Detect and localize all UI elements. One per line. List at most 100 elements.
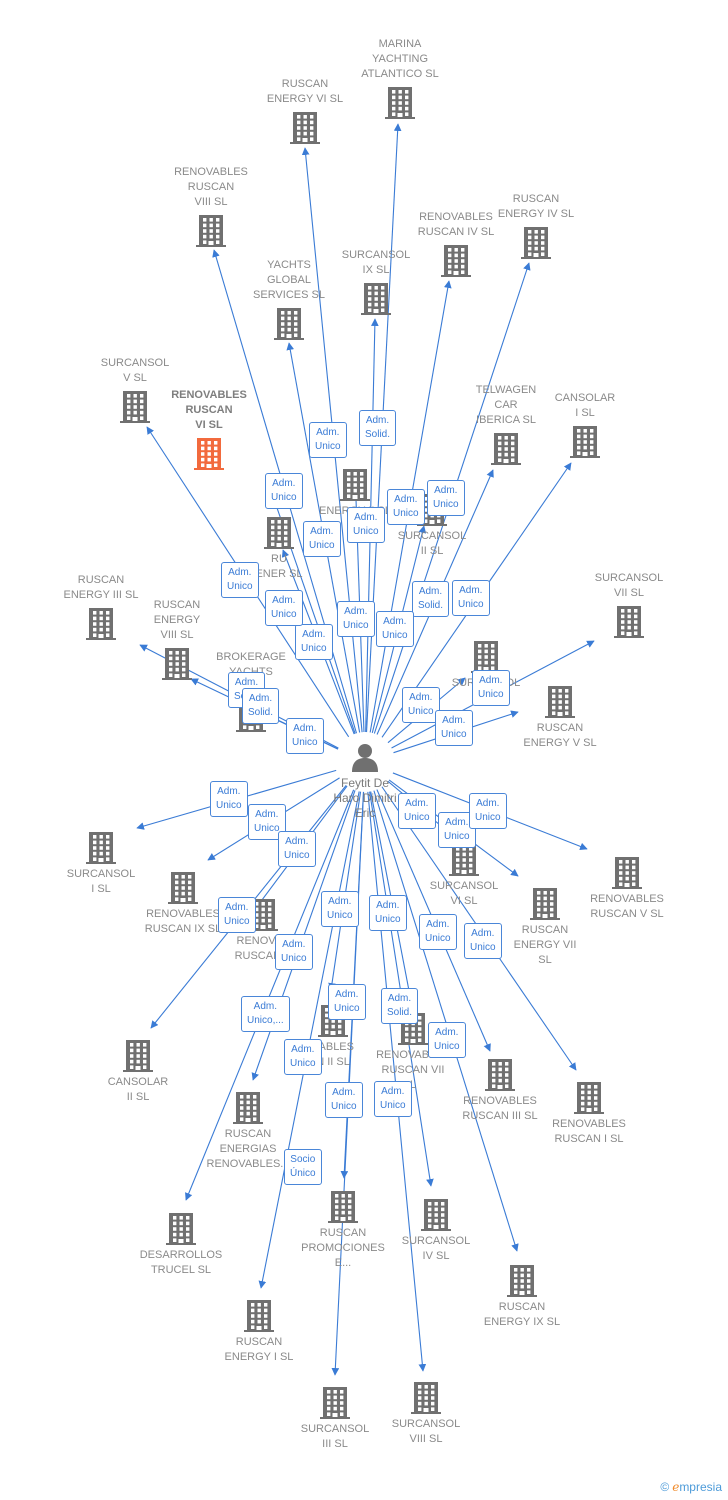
- company-node-re6[interactable]: RUSCAN ENERGY VI SL: [245, 77, 365, 144]
- company-node-rr3[interactable]: RENOVABLES RUSCAN III SL: [440, 1057, 560, 1124]
- company-label: RUSCAN ENERGY III SL: [63, 574, 139, 601]
- company-node-can2[interactable]: CANSOLAR II SL: [78, 1038, 198, 1105]
- company-node-re3[interactable]: RUSCAN ENERGY III SL: [41, 573, 161, 640]
- role-badge[interactable]: Adm. Unico: [303, 521, 341, 557]
- role-badge[interactable]: Adm. Unico: [472, 670, 510, 706]
- role-badge[interactable]: Adm. Unico: [398, 793, 436, 829]
- role-badge[interactable]: Adm. Unico,...: [241, 996, 290, 1032]
- company-node-ruen[interactable]: RU ENER SL: [219, 515, 339, 582]
- company-node-ygs[interactable]: YACHTS GLOBAL SERVICES SL: [229, 258, 349, 340]
- company-node-sur7[interactable]: SURCANSOL VII SL: [569, 571, 689, 638]
- company-node-rr1[interactable]: RENOVABLES RUSCAN I SL: [529, 1080, 649, 1147]
- role-badge[interactable]: Adm. Unico: [210, 781, 248, 817]
- company-node-sur1[interactable]: SURCANSOL I SL: [41, 830, 161, 897]
- building-icon: [521, 227, 551, 259]
- company-node-telw[interactable]: TELWAGEN CAR IBERICA SL: [446, 383, 566, 465]
- brand-initial: e: [672, 1480, 680, 1494]
- building-icon: [530, 888, 560, 920]
- role-badge[interactable]: Adm. Unico: [347, 507, 385, 543]
- company-node-rr6[interactable]: RENOVABLES RUSCAN VI SL: [149, 388, 269, 470]
- role-badge[interactable]: Adm. Unico: [248, 804, 286, 840]
- copyright-icon: ©: [660, 1480, 670, 1494]
- center-person[interactable]: Feytit De Haro Dimitri Eric: [305, 742, 425, 821]
- role-badge[interactable]: Adm. Unico: [452, 580, 490, 616]
- company-label: RENOVABLES RUSCAN VI SL: [171, 389, 247, 431]
- role-badge[interactable]: Adm. Unico: [328, 984, 366, 1020]
- building-icon: [421, 1199, 451, 1231]
- company-node-rr4[interactable]: RENOVABLES RUSCAN IV SL: [396, 210, 516, 277]
- building-icon: [166, 1213, 196, 1245]
- company-node-rr9[interactable]: RENOVABLES RUSCAN IX SL: [123, 870, 243, 937]
- company-node-re8[interactable]: RUSCAN ENERGY VIII SL: [117, 598, 237, 680]
- role-badge[interactable]: Adm. Solid.: [242, 688, 280, 724]
- role-badge[interactable]: Socio Único: [284, 1149, 322, 1185]
- company-node-sur4[interactable]: SURCANSOL IV SL: [376, 1197, 496, 1264]
- company-label: RUSCAN ENERGY IV SL: [497, 193, 575, 220]
- role-badge[interactable]: Adm. Unico: [376, 611, 414, 647]
- company-node-sur8[interactable]: SURCANSOL VIII SL: [366, 1380, 486, 1447]
- company-label: RU ENER SL: [255, 553, 303, 580]
- role-badge[interactable]: Adm. Unico: [435, 710, 473, 746]
- company-label: RENOVABLES RUSCAN I SL: [552, 1118, 626, 1145]
- company-label: RENOVABLES RUSCAN IX SL: [144, 908, 222, 935]
- company-node-marina[interactable]: MARINA YACHTING ATLANTICO SL: [340, 37, 460, 119]
- company-node-rprom[interactable]: RUSCAN PROMOCIONES E...: [283, 1189, 403, 1271]
- role-badge[interactable]: Adm. Unico: [369, 895, 407, 931]
- company-node-sur9[interactable]: SURCANSOL IX SL: [316, 248, 436, 315]
- building-icon: [574, 1082, 604, 1114]
- role-badge[interactable]: Adm. Unico: [278, 831, 316, 867]
- role-badge[interactable]: Adm. Unico: [419, 914, 457, 950]
- role-badge[interactable]: Adm. Unico: [464, 923, 502, 959]
- company-node-sur3[interactable]: SURCANSOL III SL: [275, 1385, 395, 1452]
- company-node-re9[interactable]: RUSCAN ENERGY IX SL: [462, 1263, 582, 1330]
- company-node-dtru[interactable]: DESARROLLOS TRUCEL SL: [121, 1211, 241, 1278]
- role-badge[interactable]: Adm. Solid.: [412, 581, 450, 617]
- company-label: RUSCAN PROMOCIONES E...: [301, 1227, 385, 1269]
- company-label: SURCANSOL IV SL: [401, 1235, 471, 1262]
- company-label: RENOVABLES RUSCAN VIII SL: [174, 166, 248, 208]
- role-badge[interactable]: Adm. Unico: [284, 1039, 322, 1075]
- role-badge[interactable]: Adm. Unico: [218, 897, 256, 933]
- company-node-re7[interactable]: RUSCAN ENERGY VII SL: [485, 886, 605, 968]
- role-badge[interactable]: Adm. Solid.: [381, 988, 419, 1024]
- role-badge[interactable]: Adm. Unico: [295, 624, 333, 660]
- company-node-re4[interactable]: RUSCAN ENERGY IV SL: [476, 192, 596, 259]
- role-badge[interactable]: Adm. Unico: [321, 891, 359, 927]
- role-badge[interactable]: Adm. Unico: [265, 590, 303, 626]
- role-badge[interactable]: Adm. Unico: [221, 562, 259, 598]
- company-node-can1[interactable]: CANSOLAR I SL: [525, 391, 645, 458]
- company-node-rr8[interactable]: RENOVABLES RUSCAN VIII SL: [151, 165, 271, 247]
- role-badge[interactable]: Adm. Unico: [387, 489, 425, 525]
- role-badge[interactable]: Adm. Unico: [402, 687, 440, 723]
- company-node-rer[interactable]: RUSCAN ENERGIAS RENOVABLES...: [188, 1090, 308, 1172]
- role-badge[interactable]: Adm. Unico: [427, 480, 465, 516]
- role-badge[interactable]: Adm. Unico: [374, 1081, 412, 1117]
- company-label: RENOVABLES RUSCAN III SL: [462, 1095, 538, 1122]
- company-node-rr5[interactable]: RENOVABLES RUSCAN V SL: [567, 855, 687, 922]
- role-badge[interactable]: Adm. Unico: [309, 422, 347, 458]
- company-node-re1[interactable]: RUSCAN ENERGY I SL: [199, 1298, 319, 1365]
- building-icon: [86, 832, 116, 864]
- role-badge[interactable]: Adm. Unico: [275, 934, 313, 970]
- building-icon: [614, 606, 644, 638]
- company-label: SURCANSOL II SL: [397, 530, 467, 557]
- company-label: CANSOLAR II SL: [107, 1076, 169, 1103]
- edge-dtru: [185, 789, 355, 1201]
- edge-rr2: [328, 791, 362, 991]
- role-badge[interactable]: Adm. Unico: [265, 473, 303, 509]
- building-icon: [120, 391, 150, 423]
- company-label: RUSCAN ENERGY VI SL: [266, 78, 344, 105]
- role-badge[interactable]: Adm. Unico: [337, 601, 375, 637]
- person-icon: [352, 744, 378, 772]
- company-node-sur6[interactable]: SURCANSOL VI SL: [404, 842, 524, 909]
- role-badge[interactable]: Adm. Unico: [325, 1082, 363, 1118]
- building-icon: [264, 517, 294, 549]
- role-badge[interactable]: Adm. Unico: [469, 793, 507, 829]
- company-label: RUSCAN ENERGY VIII SL: [153, 599, 201, 641]
- company-node-re5[interactable]: RUSCAN ENERGY V SL: [500, 684, 620, 751]
- role-badge[interactable]: Adm. Unico: [286, 718, 324, 754]
- company-label: DESARROLLOS TRUCEL SL: [139, 1249, 223, 1276]
- company-node-sur5[interactable]: SURCANSOL V SL: [75, 356, 195, 423]
- role-badge[interactable]: Adm. Solid.: [359, 410, 397, 446]
- role-badge[interactable]: Adm. Unico: [428, 1022, 466, 1058]
